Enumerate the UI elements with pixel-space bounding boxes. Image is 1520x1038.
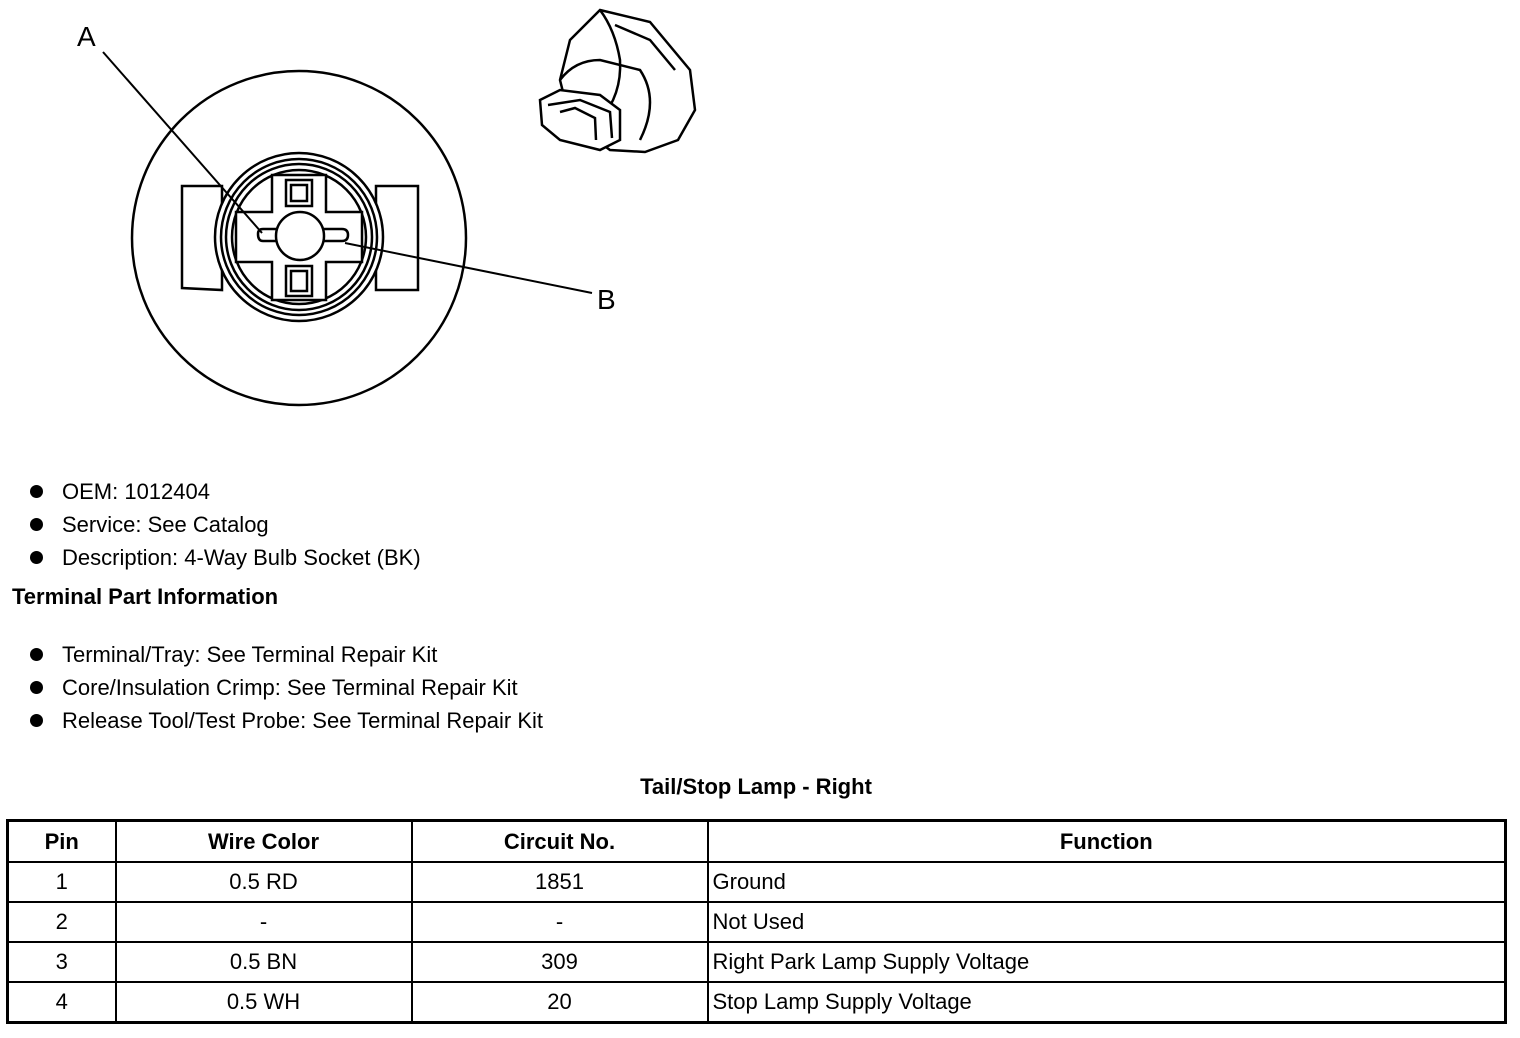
function-cell: Stop Lamp Supply Voltage (706, 981, 1507, 1024)
callout-a-leader (102, 51, 263, 234)
header-function: Function (706, 819, 1507, 863)
table-row: 4 0.5 WH 20 Stop Lamp Supply Voltage (6, 981, 1507, 1024)
center-contact (274, 210, 326, 262)
wire-color-cell: 0.5 BN (114, 941, 413, 983)
wire-color-cell: 0.5 RD (114, 861, 413, 903)
pin-cell: 1 (6, 861, 117, 903)
terminal-part-heading: Terminal Part Information (12, 584, 279, 609)
table-header-row: Pin Wire Color Circuit No. Function (6, 819, 1507, 863)
pin-cell: 2 (6, 901, 117, 943)
header-wire-color: Wire Color (114, 819, 413, 863)
table-row: 2 - - Not Used (6, 901, 1507, 943)
bullet-icon (30, 551, 43, 564)
wire-color-cell: - (114, 901, 413, 943)
pin-cell: 3 (6, 941, 117, 983)
list-item: Description: 4-Way Bulb Socket (BK) (28, 541, 421, 574)
bullet-icon (30, 648, 43, 661)
list-item: Service: See Catalog (28, 508, 421, 541)
circuit-cell: 20 (410, 981, 709, 1024)
header-circuit-no: Circuit No. (410, 819, 709, 863)
list-item: Terminal/Tray: See Terminal Repair Kit (28, 638, 543, 671)
list-item: OEM: 1012404 (28, 475, 421, 508)
header-pin: Pin (6, 819, 117, 863)
list-item: Core/Insulation Crimp: See Terminal Repa… (28, 671, 543, 704)
table-row: 3 0.5 BN 309 Right Park Lamp Supply Volt… (6, 941, 1507, 983)
callout-a-label: A (77, 21, 96, 52)
connector-diagram: A B (77, 8, 697, 407)
list-item: Release Tool/Test Probe: See Terminal Re… (28, 704, 543, 737)
function-cell: Not Used (706, 901, 1507, 943)
function-cell: Ground (706, 861, 1507, 903)
circuit-cell: - (410, 901, 709, 943)
circuit-cell: 309 (410, 941, 709, 983)
table-title: Tail/Stop Lamp - Right (640, 774, 872, 799)
bullet-icon (30, 681, 43, 694)
bullet-icon (30, 714, 43, 727)
function-cell: Right Park Lamp Supply Voltage (706, 941, 1507, 983)
terminal-bottom (284, 264, 314, 298)
callout-b-leader (344, 242, 593, 294)
bullet-icon (30, 518, 43, 531)
connector-face-outline (130, 69, 468, 407)
circuit-cell: 1851 (410, 861, 709, 903)
pin-cell: 4 (6, 981, 117, 1024)
connector-info-list: OEM: 1012404 Service: See Catalog Descri… (28, 475, 421, 574)
bulb-socket-illustration (538, 8, 697, 154)
bullet-icon (30, 485, 43, 498)
terminal-info-list: Terminal/Tray: See Terminal Repair Kit C… (28, 638, 543, 737)
pinout-table: Pin Wire Color Circuit No. Function 1 0.… (6, 819, 1507, 1024)
table-row: 1 0.5 RD 1851 Ground (6, 861, 1507, 903)
callout-b-label: B (597, 284, 616, 315)
wire-color-cell: 0.5 WH (114, 981, 413, 1024)
terminal-top (284, 178, 314, 208)
